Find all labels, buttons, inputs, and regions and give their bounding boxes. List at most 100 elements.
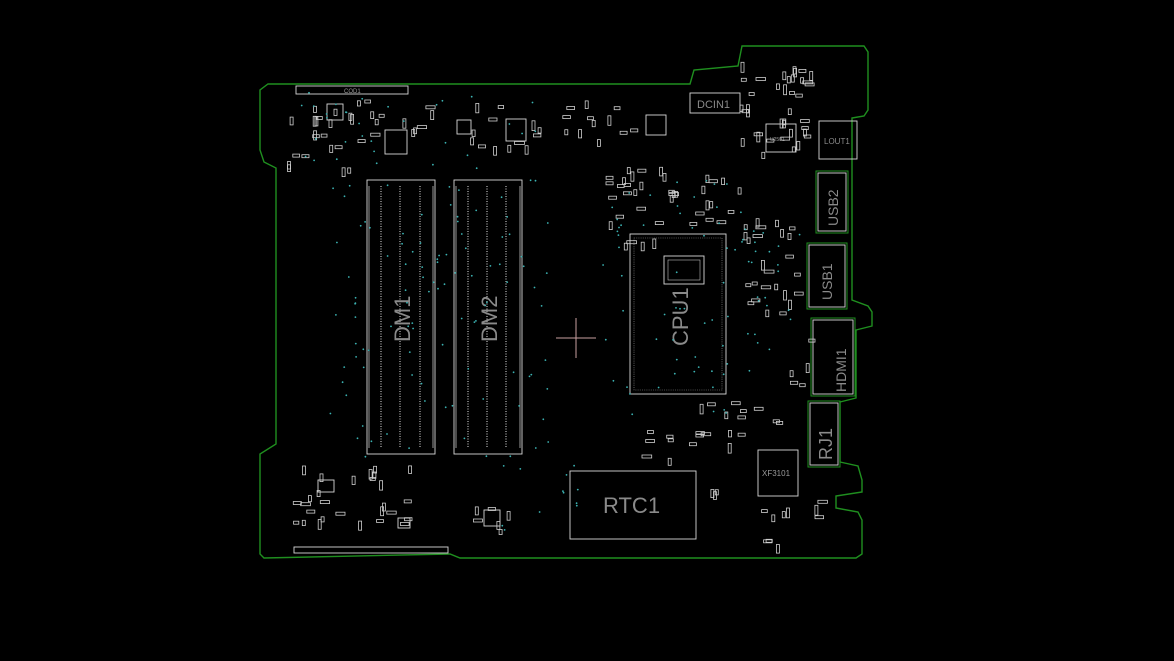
passive-pad [808,338,816,343]
via [533,286,536,289]
via [436,258,439,261]
via [484,304,487,307]
dcin1-connector[interactable]: DCIN1 [689,92,741,114]
cod1-label: COD1 [344,89,361,95]
chip-qfn-1[interactable] [384,129,408,155]
passive-pad [425,105,436,110]
chip-qfn-4[interactable] [483,509,501,527]
via [444,141,447,144]
dm1-memory-slot[interactable]: DM1 [366,179,436,455]
via [420,382,423,385]
usb2-port[interactable]: USB2 [815,170,849,234]
chip-small-4[interactable] [397,517,411,529]
passive-pad [370,111,375,120]
passive-pad [724,411,729,420]
via [354,302,357,305]
passive-pad [287,164,292,173]
via [675,307,677,309]
via [485,455,488,458]
passive-pad [641,454,653,459]
passive-pad [787,232,792,240]
via [441,99,444,102]
via [315,137,317,140]
lout1-jack[interactable]: LOUT1 [818,120,858,160]
via [540,305,543,307]
passive-pad [319,473,324,482]
via [456,215,459,218]
via [475,167,478,170]
usb1-port[interactable]: USB1 [806,242,848,310]
via [386,433,388,435]
dm1-label: DM1 [390,296,415,342]
via [712,386,714,389]
via [341,381,344,384]
xf3101-label: XF3101 [762,469,791,478]
via [768,348,771,351]
bottom-connector[interactable] [293,546,449,554]
via [359,224,362,227]
via [518,405,520,407]
via [458,189,460,192]
passive-pad [623,191,632,196]
via [679,307,681,310]
cpu1-package[interactable]: CPU1 [629,233,727,395]
cod1-connector[interactable]: COD1 [295,85,409,95]
via [777,264,779,266]
xf3101-chip[interactable]: XF3101 [757,449,799,497]
via [408,447,410,449]
via [411,374,413,376]
passive-pad [333,108,338,116]
via [335,103,337,106]
via [528,375,531,378]
via [386,184,389,187]
passive-pad [802,80,814,85]
u2501-chip[interactable]: U2501 [765,123,797,153]
passive-pad [403,499,412,504]
via [375,162,378,165]
passive-pad [746,109,750,118]
via [364,221,366,223]
via [703,322,706,324]
via [404,289,407,292]
lout1-label: LOUT1 [824,137,850,146]
passive-pad [386,510,397,515]
via [506,216,509,218]
rtc1-label: RTC1 [603,493,660,518]
rtc1-battery[interactable]: RTC1 [569,470,697,540]
via [604,338,607,341]
hdmi1-port[interactable]: HDMI1 [810,317,856,397]
via [562,490,564,492]
passive-pad [329,144,334,153]
via [354,342,357,345]
chip-qfn-3[interactable] [645,114,667,136]
passive-pad [668,189,675,194]
passive-pad [564,129,569,136]
dm2-memory-slot[interactable]: DM2 [453,179,523,455]
chip-small-2[interactable] [326,103,344,121]
via [620,274,623,277]
via [326,116,328,119]
via [506,281,509,283]
via [768,250,771,253]
passive-pad [743,232,748,241]
via [762,232,765,234]
rj1-port[interactable]: RJ1 [807,400,841,468]
passive-pad [497,105,505,109]
via [519,468,522,470]
chip-small-1[interactable] [456,119,472,135]
passive-pad [416,125,427,129]
chip-qfn-2[interactable] [505,118,527,142]
chip-small-3[interactable] [317,479,335,493]
via [546,388,549,390]
via [711,370,713,373]
via [655,338,658,341]
passive-pad [761,151,766,159]
passive-pad [695,433,705,438]
passive-pad [763,269,775,274]
passive-pad [306,509,316,514]
passive-pad [376,519,384,523]
via [356,437,359,440]
via [508,233,511,236]
passive-pad [662,172,667,182]
